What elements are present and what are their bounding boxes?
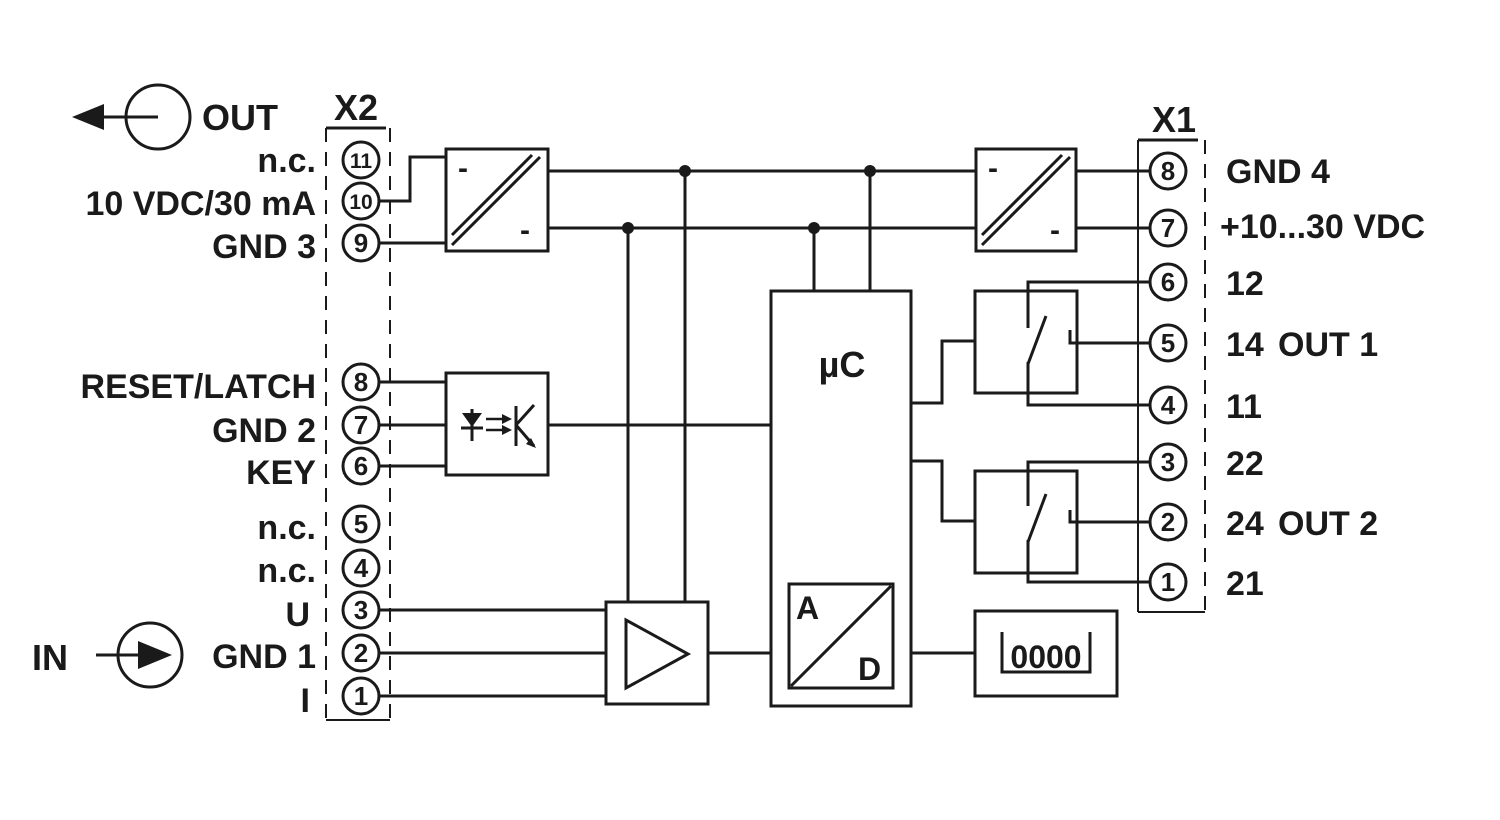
left-converter-minus-in: - <box>458 152 468 185</box>
right-converter-minus-out: - <box>1050 214 1060 247</box>
svg-text:8: 8 <box>1161 156 1175 186</box>
svg-text:6: 6 <box>354 451 368 481</box>
ad-converter: A D <box>787 582 895 690</box>
x2-terminal-4: 4 <box>341 548 381 588</box>
svg-text:7: 7 <box>354 410 368 440</box>
x2-terminal-11: 11 <box>341 140 381 180</box>
x2-name: X2 <box>334 87 378 128</box>
svg-text:3: 3 <box>354 595 368 625</box>
out2-label: OUT 2 <box>1278 505 1378 543</box>
svg-text:4: 4 <box>1161 390 1176 420</box>
adc-d-label: D <box>858 651 881 687</box>
mcu-label: µC <box>819 344 866 385</box>
x2-label-2: GND 1 <box>212 638 316 676</box>
in-symbol <box>96 621 184 689</box>
x2-terminal-1: 1 <box>341 676 381 716</box>
x2-label-9: GND 3 <box>212 228 316 266</box>
x2-terminal-10: 10 <box>341 181 381 221</box>
x2-terminal-6: 6 <box>341 446 381 486</box>
x1-terminal-2: 2 <box>1148 502 1188 542</box>
x1-label-6: 12 <box>1226 265 1264 303</box>
svg-text:8: 8 <box>354 367 368 397</box>
x1-terminal-4: 4 <box>1148 385 1188 425</box>
x1-terminal-3: 3 <box>1148 442 1188 482</box>
x1-terminal-8: 8 <box>1148 151 1188 191</box>
x2-label-11: n.c. <box>257 142 316 180</box>
display: 0000 <box>973 609 1119 698</box>
x1-label-7: +10...30 VDC <box>1220 208 1425 246</box>
x2-bracket <box>325 128 391 721</box>
x2-label-3: U <box>285 596 310 634</box>
x2-terminal-2: 2 <box>341 633 381 673</box>
x1-label-2: 24 <box>1226 505 1264 543</box>
x1-label-4: 11 <box>1226 388 1262 426</box>
x2-label-8: RESET/LATCH <box>81 368 316 406</box>
svg-text:5: 5 <box>354 509 368 539</box>
x1-label-8: GND 4 <box>1226 153 1330 191</box>
x2-label-5: n.c. <box>257 509 316 547</box>
x1-terminal-5: 5 <box>1148 323 1188 363</box>
x1-terminal-1: 1 <box>1148 562 1188 602</box>
wires <box>379 155 1150 698</box>
in-label: IN <box>32 637 68 678</box>
svg-text:4: 4 <box>354 553 369 583</box>
svg-text:2: 2 <box>1161 507 1175 537</box>
out1-label: OUT 1 <box>1278 326 1378 364</box>
left-dc-converter: - - <box>444 147 550 253</box>
display-readout: 0000 <box>1010 639 1081 675</box>
x2-terminal-3: 3 <box>341 590 381 630</box>
x2-label-1: I <box>301 682 310 720</box>
left-converter-minus-out: - <box>520 214 530 247</box>
x1-label-5: 14 <box>1226 326 1264 364</box>
x1-name: X1 <box>1152 99 1196 140</box>
svg-text:11: 11 <box>350 150 373 173</box>
amplifier <box>604 600 710 706</box>
optocoupler <box>444 371 550 477</box>
svg-text:2: 2 <box>354 638 368 668</box>
svg-text:5: 5 <box>1161 328 1175 358</box>
x2-label-10: 10 VDC/30 mA <box>85 185 316 223</box>
x1-terminal-7: 7 <box>1148 208 1188 248</box>
right-dc-converter: - - <box>974 147 1078 253</box>
svg-text:9: 9 <box>354 228 368 258</box>
out-symbol <box>72 83 192 151</box>
svg-text:10: 10 <box>349 191 372 214</box>
out-label: OUT <box>202 97 278 138</box>
x2-terminal-8: 8 <box>341 362 381 402</box>
x1-label-3: 22 <box>1226 445 1264 483</box>
x2-terminal-9: 9 <box>341 223 381 263</box>
svg-text:1: 1 <box>1161 567 1175 597</box>
x2-label-6: KEY <box>246 454 316 492</box>
svg-text:1: 1 <box>354 681 368 711</box>
x1-terminal-6: 6 <box>1148 262 1188 302</box>
adc-a-label: A <box>796 590 819 626</box>
x1-label-1: 21 <box>1226 565 1264 603</box>
x2-label-7: GND 2 <box>212 412 316 450</box>
svg-text:3: 3 <box>1161 447 1175 477</box>
x2-terminal-5: 5 <box>341 504 381 544</box>
junction-dots <box>622 165 876 234</box>
svg-text:7: 7 <box>1161 213 1175 243</box>
right-converter-minus-in: - <box>988 152 998 185</box>
relay-2 <box>973 460 1150 584</box>
x2-label-4: n.c. <box>257 552 316 590</box>
svg-text:6: 6 <box>1161 267 1175 297</box>
relay-1 <box>973 280 1150 407</box>
x2-terminal-7: 7 <box>341 405 381 445</box>
x1-bracket <box>1137 140 1206 613</box>
